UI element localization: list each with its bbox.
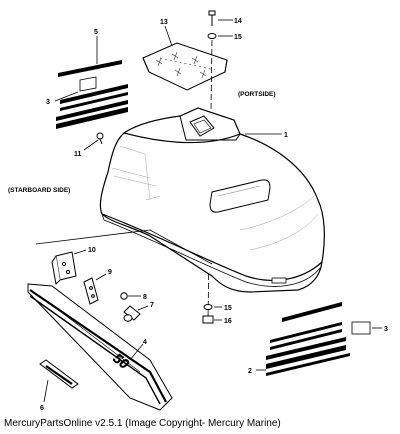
latch-pin: [120, 292, 128, 300]
top-cowl: [99, 107, 325, 293]
starboard-hint-lines: [35, 229, 213, 265]
decal-stripes-upper: [56, 60, 128, 129]
callout-13: 13: [160, 19, 168, 26]
callout-8: 8: [143, 294, 147, 301]
callout-4: 4: [143, 339, 147, 346]
callout-15-lower: 15: [224, 305, 232, 312]
top-screw: [208, 10, 216, 26]
nameplate: [39, 359, 79, 389]
latch-lever: [83, 277, 99, 305]
callout-1: 1: [284, 132, 288, 139]
leader-lines: [43, 19, 382, 403]
latch-bolt: [123, 305, 141, 322]
starboard-label: (STARBOARD SIDE): [8, 187, 70, 194]
callout-15-upper: 15: [234, 34, 242, 41]
portside-label: (PORTSIDE): [238, 91, 276, 98]
callout-11: 11: [74, 151, 82, 158]
callout-14: 14: [234, 18, 242, 25]
callout-2: 2: [248, 368, 252, 375]
callout-7: 7: [150, 302, 154, 309]
callout-3-right: 3: [384, 326, 388, 333]
image-caption: MercuryPartsOnline v2.5.1 (Image Copyrig…: [4, 418, 281, 429]
lower-nut: [202, 315, 214, 324]
latch-bracket: [51, 251, 77, 286]
callout-3-upper: 3: [46, 99, 50, 106]
top-washer: [207, 33, 217, 39]
callout-16: 16: [224, 318, 232, 325]
callout-5: 5: [94, 29, 98, 36]
decal-stripes-lower: [266, 302, 371, 376]
lower-washer: [203, 304, 213, 310]
callout-6: 6: [40, 405, 44, 412]
top-cover-plate: [142, 42, 228, 91]
callout-9: 9: [108, 269, 112, 276]
callout-10: 10: [88, 247, 96, 254]
side-bolt: [96, 132, 104, 145]
lower-side-decal: [27, 283, 173, 411]
